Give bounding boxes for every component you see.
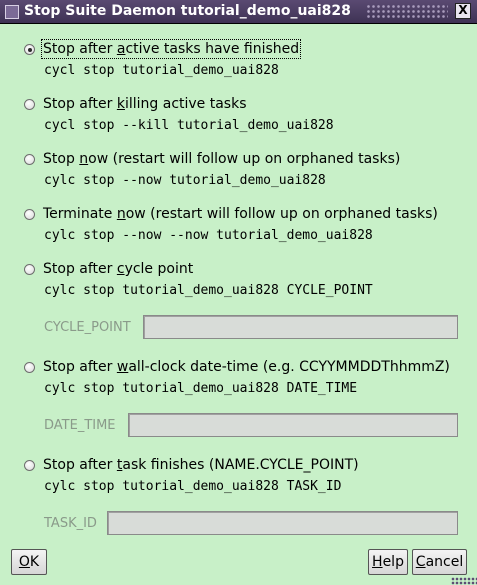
command-stop-after-cycle-point: cylc stop tutorial_demo_uai828 CYCLE_POI… (44, 283, 373, 298)
cycle-point-input[interactable] (143, 315, 458, 339)
cancel-button[interactable]: Cancel (412, 549, 467, 575)
option-label-stop-after-cycle-point[interactable]: Stop after cycle point (43, 261, 194, 277)
option-label-stop-now[interactable]: Stop now (restart will follow up on orph… (43, 151, 401, 167)
radio-stop-now[interactable] (24, 154, 35, 165)
command-stop-after-task: cylc stop tutorial_demo_uai828 TASK_ID (44, 479, 342, 494)
radio-terminate-now[interactable] (24, 209, 35, 220)
command-terminate-now: cylc stop --now --now tutorial_demo_uai8… (44, 228, 373, 243)
title-grip-icon (366, 4, 448, 20)
ok-button[interactable]: OK (11, 549, 47, 575)
radio-stop-after-wall-clock[interactable] (24, 362, 35, 373)
command-stop-after-active: cycl stop tutorial_demo_uai828 (44, 63, 279, 78)
option-label-terminate-now[interactable]: Terminate now (restart will follow up on… (43, 206, 438, 222)
task-id-label: TASK_ID (44, 516, 97, 531)
radio-stop-after-active[interactable] (24, 44, 35, 55)
radio-stop-after-kill[interactable] (24, 99, 35, 110)
window-menu-icon[interactable] (5, 5, 19, 19)
task-id-input[interactable] (107, 511, 458, 535)
close-button[interactable]: X (455, 3, 471, 19)
title-bar[interactable]: Stop Suite Daemon tutorial_demo_uai828 X (0, 0, 477, 24)
resize-grip-icon[interactable] (451, 577, 477, 585)
command-stop-after-wall-clock: cylc stop tutorial_demo_uai828 DATE_TIME (44, 381, 358, 396)
dialog-panel (4, 26, 473, 581)
radio-stop-after-cycle-point[interactable] (24, 264, 35, 275)
option-label-stop-after-active[interactable]: Stop after active tasks have finished (40, 39, 302, 59)
radio-stop-after-task[interactable] (24, 460, 35, 471)
help-button[interactable]: Help (368, 549, 408, 575)
option-label-stop-after-kill[interactable]: Stop after killing active tasks (43, 96, 247, 112)
option-label-stop-after-task[interactable]: Stop after task finishes (NAME.CYCLE_POI… (43, 457, 359, 473)
cycle-point-label: CYCLE_POINT (44, 320, 131, 335)
command-stop-after-kill: cycl stop --kill tutorial_demo_uai828 (44, 118, 334, 133)
command-stop-now: cylc stop --now tutorial_demo_uai828 (44, 173, 326, 188)
window-title: Stop Suite Daemon tutorial_demo_uai828 (24, 3, 351, 19)
date-time-label: DATE_TIME (44, 418, 116, 433)
option-label-stop-after-wall-clock[interactable]: Stop after wall-clock date-time (e.g. CC… (43, 359, 450, 375)
date-time-input[interactable] (128, 413, 458, 437)
